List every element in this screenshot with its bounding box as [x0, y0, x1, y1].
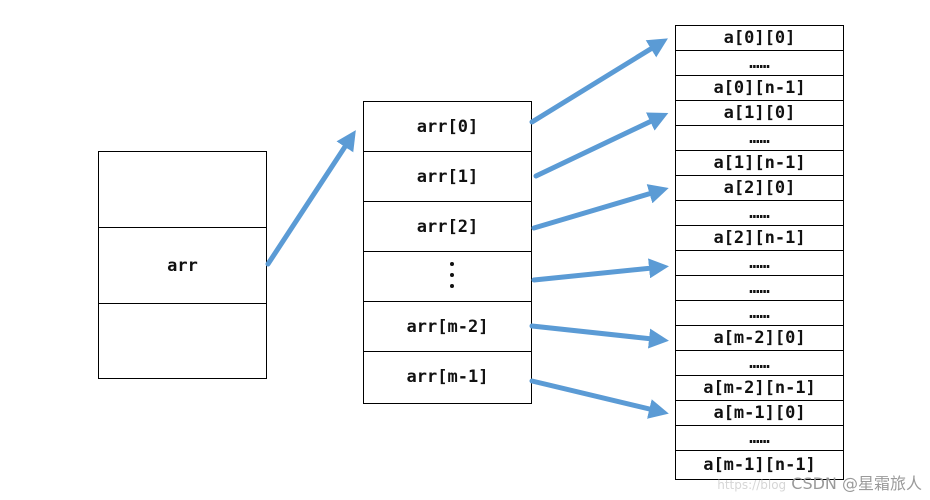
- pointer-cell-arr: arr: [99, 228, 266, 304]
- row-pointer-cell: arr[m-2]: [364, 302, 531, 352]
- element-cell: a[0][0]: [676, 26, 843, 51]
- element-cell: a[1][n-1]: [676, 151, 843, 176]
- arrow-row1: [533, 112, 669, 179]
- arrow-row-m-2: [529, 323, 669, 349]
- element-cell: ……: [676, 426, 843, 451]
- element-cell: a[2][n-1]: [676, 226, 843, 251]
- element-cell: ……: [676, 51, 843, 76]
- element-cell: a[0][n-1]: [676, 76, 843, 101]
- arrow-row0: [529, 38, 668, 125]
- arrow-row-ellipsis: [531, 258, 669, 283]
- arrow-row2: [531, 184, 669, 231]
- element-cell: ……: [676, 201, 843, 226]
- element-cell: ……: [676, 251, 843, 276]
- vertical-ellipsis-icon: [450, 262, 454, 295]
- row-pointer-cell: arr[1]: [364, 152, 531, 202]
- row-pointer-cell: arr[0]: [364, 102, 531, 152]
- watermark: https://blog CSDN @星霜旅人: [717, 470, 922, 494]
- element-cell: ……: [676, 126, 843, 151]
- arrow-row-m-1: [529, 378, 669, 419]
- arrow-arr-to-row-array: [265, 130, 356, 267]
- element-cell: a[m-1][n-1]: [703, 454, 816, 475]
- element-cell: a[m-2][0]: [676, 326, 843, 351]
- element-cell: ……: [676, 351, 843, 376]
- row-pointer-cell: arr[m-1]: [406, 367, 489, 387]
- element-cell: a[m-1][0]: [676, 401, 843, 426]
- watermark-text: CSDN @星霜旅人: [791, 474, 922, 493]
- pointer-cell-top: [99, 152, 266, 228]
- element-cell: ……: [676, 276, 843, 301]
- watermark-url: https://blog: [717, 478, 787, 492]
- row-pointer-cell: arr[2]: [364, 202, 531, 252]
- element-storage-array: a[0][0] …… a[0][n-1] a[1][0] …… a[1][n-1…: [675, 25, 844, 480]
- element-cell: a[1][0]: [676, 101, 843, 126]
- element-cell: a[2][0]: [676, 176, 843, 201]
- element-cell: ……: [676, 301, 843, 326]
- row-pointer-array: arr[0] arr[1] arr[2] arr[m-2] arr[m-1]: [363, 101, 532, 404]
- element-cell: a[m-2][n-1]: [676, 376, 843, 401]
- row-pointer-ellipsis-cell: [364, 252, 531, 302]
